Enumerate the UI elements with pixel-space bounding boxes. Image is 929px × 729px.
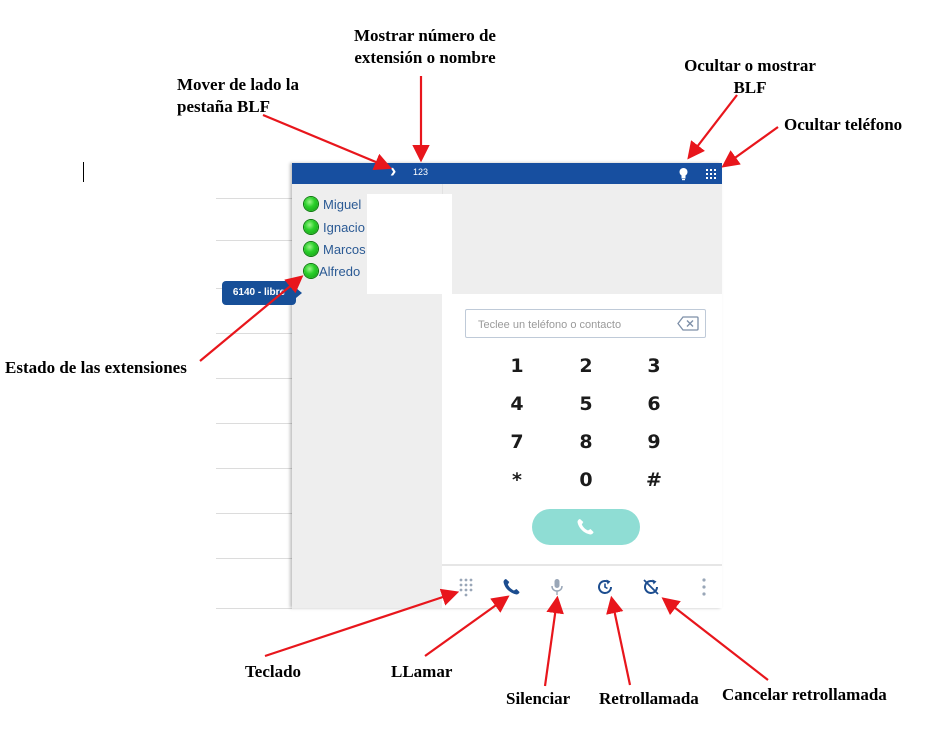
arrow-callback [606, 595, 632, 686]
key-4[interactable]: 4 [510, 393, 524, 415]
status-led-icon [304, 242, 318, 256]
key-star[interactable]: * [512, 469, 522, 491]
keypad-icon[interactable] [456, 577, 476, 597]
divider [216, 198, 292, 199]
blf-item-label: Marcos [323, 241, 366, 257]
annotation-hide-phone: Ocultar teléfono [784, 115, 903, 134]
annotation-move-blf: Mover de lado la pestaña BLF [177, 75, 299, 116]
arrow-hide-show-blf [687, 94, 738, 160]
blf-item[interactable]: Ignacio [304, 217, 365, 237]
blf-item-label: Ignacio [323, 219, 365, 235]
key-8[interactable]: 8 [579, 431, 593, 453]
key-1[interactable]: 1 [510, 355, 524, 377]
arrow-cancel-callback [661, 597, 769, 681]
key-hash[interactable]: # [646, 469, 662, 491]
toggle-number-name-button[interactable]: 123 [413, 167, 429, 177]
more-vertical-icon[interactable] [694, 577, 714, 597]
divider [216, 513, 292, 514]
arrow-hide-phone [721, 126, 779, 168]
arrow-move-blf [262, 113, 393, 171]
key-0[interactable]: 0 [579, 469, 593, 491]
blf-item[interactable]: Alfredo [304, 261, 360, 281]
annotation-show-extension: Mostrar número de extensión o nombre [354, 26, 496, 67]
annotation-cancel-callback: Cancelar retrollamada [722, 685, 887, 704]
blf-item-label: Alfredo [319, 263, 361, 279]
annotation-hide-show-blf: Ocultar o mostrar BLF [684, 56, 816, 97]
arrow-keypad [264, 588, 460, 658]
annotation-mute: Silenciar [506, 689, 571, 708]
move-blf-chevron-icon[interactable]: › [390, 161, 397, 182]
key-2[interactable]: 2 [579, 355, 593, 377]
annotation-keypad: Teclado [245, 662, 302, 681]
blf-item-label: Miguel [323, 196, 362, 212]
key-7[interactable]: 7 [510, 431, 524, 453]
cancel-callback-icon[interactable] [641, 577, 661, 597]
key-5[interactable]: 5 [579, 393, 593, 415]
divider [216, 558, 292, 559]
softphone-widget: › 123 Miguel Ignacio Marcos [222, 161, 722, 608]
divider [216, 378, 292, 379]
extension-status-tooltip: 6140 - libre [222, 281, 302, 305]
arrow-mute [543, 595, 564, 687]
arrow-extension-status [199, 275, 304, 362]
background-page [216, 180, 292, 610]
divider [216, 608, 292, 609]
divider [216, 333, 292, 334]
phone-search-input[interactable] [476, 315, 675, 334]
search-field [465, 309, 706, 338]
status-led-icon [304, 197, 318, 211]
key-9[interactable]: 9 [647, 431, 661, 453]
dialpad-panel: 1 2 3 4 5 6 7 8 9 * 0 # [442, 294, 722, 564]
annotation-callback: Retrollamada [599, 689, 699, 708]
phone-toolbar [442, 564, 722, 608]
blf-item[interactable]: Marcos [304, 239, 366, 259]
arrow-call [424, 595, 510, 657]
phone-icon [577, 519, 594, 535]
microphone-icon[interactable] [547, 577, 567, 597]
dialpad-grid-icon[interactable] [706, 169, 716, 179]
lightbulb-icon[interactable] [677, 167, 690, 181]
call-button[interactable] [532, 509, 640, 545]
status-led-icon [304, 220, 318, 234]
backspace-icon[interactable] [677, 316, 699, 331]
callback-icon[interactable] [595, 577, 615, 597]
annotation-extension-status: Estado de las extensiones [5, 358, 187, 377]
divider [216, 468, 292, 469]
status-led-icon [304, 264, 318, 278]
annotation-call: LLamar [391, 662, 453, 681]
key-6[interactable]: 6 [647, 393, 661, 415]
phone-topbar: › 123 [292, 161, 722, 184]
text-cursor [83, 162, 84, 182]
phone-icon[interactable] [502, 577, 522, 597]
divider [216, 423, 292, 424]
blf-name-overlay [367, 194, 452, 294]
blf-item[interactable]: Miguel [304, 194, 361, 214]
blf-panel: Miguel Ignacio Marcos Alfredo 6140 - lib… [222, 184, 452, 608]
key-3[interactable]: 3 [647, 355, 661, 377]
divider [216, 240, 292, 241]
